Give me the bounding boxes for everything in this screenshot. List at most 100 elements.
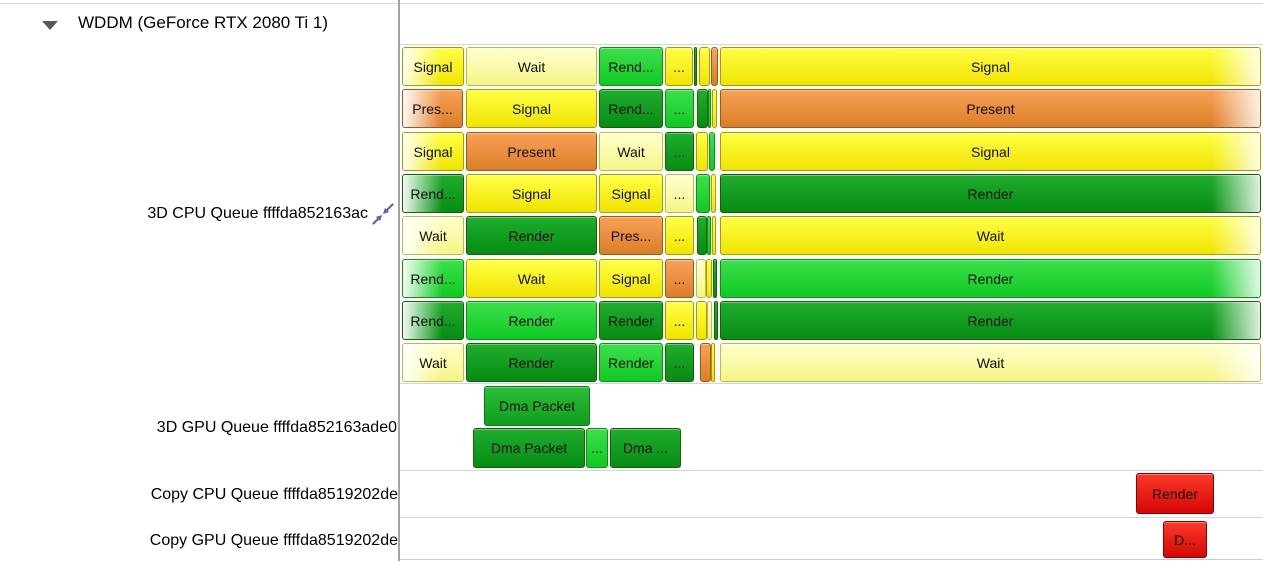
3d-cpu-queue-block[interactable]: Rend... [402,174,464,213]
copy-gpu-queue-block[interactable]: D... [1163,521,1207,558]
3d-gpu-queue-block[interactable]: Dma ... [610,428,681,468]
3d-cpu-queue-block[interactable]: ... [665,174,694,213]
3d-cpu-queue-block[interactable]: Render [466,301,597,340]
3d-cpu-queue-block[interactable] [714,301,718,340]
3d-cpu-queue-block[interactable] [708,89,711,128]
3d-cpu-queue-block[interactable] [712,216,716,255]
block-label: Render [967,312,1014,329]
3d-cpu-queue-block[interactable]: Signal [599,174,663,213]
3d-cpu-queue-block[interactable]: Render [720,259,1261,298]
3d-cpu-queue-block[interactable]: Wait [720,216,1261,255]
block-label: Pres... [610,227,652,244]
3d-cpu-queue-block[interactable] [711,174,716,213]
copy-cpu-queue-block[interactable]: Render [1136,473,1214,514]
block-label: ... [673,312,686,329]
3d-cpu-queue-block[interactable]: Render [599,343,663,382]
3d-cpu-queue-block[interactable]: Wait [402,343,464,382]
3d-cpu-queue-block[interactable] [699,47,710,86]
block-label: Render [508,227,555,244]
3d-cpu-queue-block[interactable]: Rend... [599,89,663,128]
3d-cpu-queue-block[interactable]: Pres... [599,216,663,255]
block-label: Signal [413,143,453,160]
3d-cpu-queue-block[interactable] [696,174,710,213]
3d-cpu-queue-block[interactable]: Signal [402,47,464,86]
3d-cpu-queue-block[interactable]: ... [665,301,694,340]
3d-cpu-queue-block[interactable] [706,259,712,298]
3d-gpu-queue-block[interactable]: ... [586,428,608,468]
block-label: ... [673,227,686,244]
3d-cpu-queue-block[interactable] [711,343,715,382]
3d-cpu-queue-block[interactable]: Signal [402,132,464,171]
queue-label-text: 3D GPU Queue ffffda852163ade0 [156,419,397,436]
3d-cpu-queue-block[interactable]: Signal [466,174,597,213]
panel-splitter[interactable] [398,0,400,561]
block-label: Signal [512,185,551,202]
3d-cpu-queue-block[interactable] [707,301,712,340]
3d-cpu-queue-block[interactable] [696,132,708,171]
row-label-3d-cpu-queue: 3D CPU Queue ffffda852163ac [147,203,394,225]
queue-label-text: 3D CPU Queue ffffda852163ac [147,205,368,222]
3d-cpu-queue-block[interactable] [711,47,718,86]
3d-cpu-queue-block[interactable]: Render [466,216,597,255]
3d-cpu-queue-block[interactable]: Wait [599,132,663,171]
3d-cpu-queue-block[interactable] [696,301,707,340]
3d-cpu-queue-block[interactable]: Wait [466,259,597,298]
3d-cpu-queue-block[interactable]: Rend... [402,301,464,340]
queue-label-text: Copy CPU Queue ffffda8519202de [150,486,398,503]
block-label: Signal [611,270,651,287]
3d-cpu-queue-block[interactable] [709,132,715,171]
3d-gpu-queue-block[interactable]: Dma Packet [484,386,590,426]
3d-cpu-queue-block[interactable]: Signal [599,259,663,298]
block-label: Rend... [608,100,654,117]
bottom-border [400,559,1263,560]
block-label: ... [673,100,686,117]
3d-cpu-queue-block[interactable]: Rend... [599,47,663,86]
3d-cpu-queue-block[interactable] [697,216,707,255]
block-label: Wait [617,143,645,160]
3d-cpu-queue-block[interactable]: Present [466,132,597,171]
3d-cpu-queue-block[interactable]: Rend... [402,259,464,298]
3d-cpu-queue-block[interactable]: Signal [720,132,1261,171]
3d-cpu-queue-block[interactable]: Signal [466,89,597,128]
3d-cpu-queue-block[interactable]: ... [665,343,694,382]
3d-cpu-queue-block[interactable]: Render [720,301,1261,340]
block-label: Signal [971,143,1010,160]
block-label: Render [967,270,1014,287]
3d-cpu-queue-block[interactable] [707,216,711,255]
block-label: Wait [976,227,1005,244]
3d-cpu-queue-block[interactable]: Render [599,301,663,340]
3d-cpu-queue-block[interactable] [694,47,697,86]
3d-cpu-queue-block[interactable]: ... [665,132,694,171]
block-label: Render [508,312,555,329]
block-label: Signal [413,58,453,75]
3d-cpu-queue-block[interactable]: Signal [720,47,1261,86]
expander-triangle-icon[interactable] [42,20,58,30]
3d-cpu-queue-block[interactable]: Wait [466,47,597,86]
row-label-copy-gpu-queue: Copy GPU Queue ffffda8519202de [150,530,398,552]
block-label: Render [508,354,555,371]
3d-cpu-queue-block[interactable]: Wait [720,343,1261,382]
block-label: Rend... [410,270,456,287]
block-label: Rend... [410,185,456,202]
3d-cpu-queue-block[interactable] [713,259,717,298]
3d-cpu-queue-block[interactable] [712,89,717,128]
3d-gpu-queue-block[interactable]: Dma Packet [473,428,585,468]
3d-cpu-queue-block[interactable]: ... [665,216,694,255]
3d-cpu-queue-block[interactable]: Wait [402,216,464,255]
3d-cpu-queue-block[interactable] [697,89,708,128]
3d-cpu-queue-block[interactable]: Render [466,343,597,382]
3d-cpu-queue-block[interactable]: ... [665,47,693,86]
3d-cpu-queue-block[interactable]: ... [665,89,694,128]
3d-cpu-queue-block[interactable]: ... [665,259,694,298]
3d-cpu-queue-block[interactable]: Pres... [402,89,463,128]
3d-cpu-queue-block[interactable] [696,259,706,298]
block-label: Dma Packet [498,398,576,414]
3d-cpu-queue-block[interactable]: Present [720,89,1261,128]
block-label: ... [673,185,686,202]
wddm-group-label: WDDM (GeForce RTX 2080 Ti 1) [78,13,329,32]
queue-label-text: Copy GPU Queue ffffda8519202de [149,532,398,549]
3d-cpu-queue-block[interactable] [700,343,711,382]
collapse-arrows-icon[interactable] [372,203,394,225]
3d-cpu-queue-block[interactable]: Render [720,174,1261,213]
